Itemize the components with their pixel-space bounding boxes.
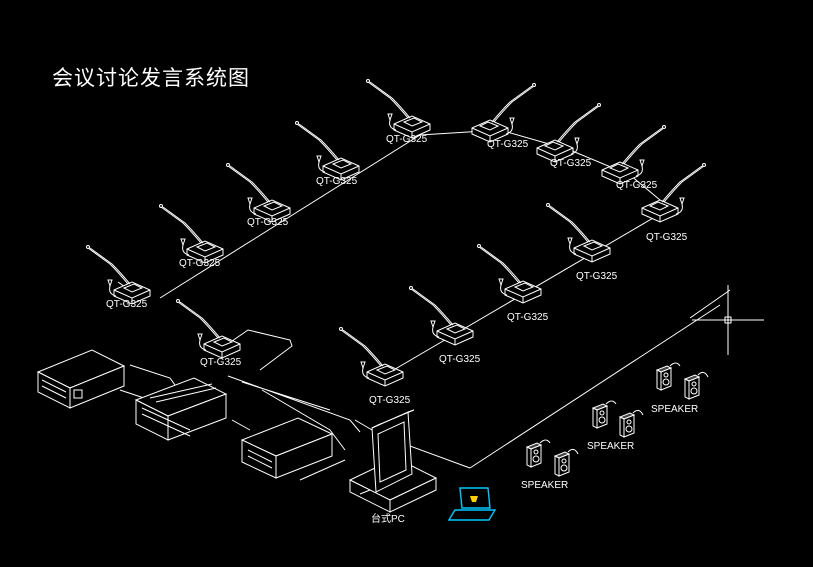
microphone-label: QT-G325: [386, 134, 428, 145]
speaker-label: SPEAKER: [521, 480, 568, 491]
desktop-pc: 台式PC: [348, 409, 438, 525]
speaker-group: SPEAKER: [651, 362, 709, 415]
microphone-label: QT-G325: [106, 299, 148, 310]
power-amplifier: [134, 377, 228, 441]
microphone-label: QT-G325: [487, 139, 529, 150]
speaker-label: SPEAKER: [651, 404, 698, 415]
host-controller: [36, 349, 126, 409]
microphone-label: QT-G325: [646, 232, 688, 243]
microphone-label: QT-G325: [507, 312, 549, 323]
microphone-unit: QT-G325: [471, 83, 536, 150]
microphone-unit: QT-G325: [366, 79, 431, 145]
microphone-unit: QT-G325: [86, 245, 151, 310]
microphone-unit: QT-G325: [477, 244, 549, 323]
speaker-group: SPEAKER: [521, 439, 579, 491]
microphone-label: QT-G325: [316, 176, 358, 187]
cable-main-trunk: [221, 329, 293, 371]
microphone-label: QT-G325: [616, 180, 658, 191]
microphone-label: QT-G325: [179, 258, 221, 269]
microphone-label: QT-G325: [439, 354, 481, 365]
speaker-label: SPEAKER: [587, 441, 634, 452]
diagram-title: 会议讨论发言系统图: [52, 66, 250, 90]
microphone-unit: QT-G325: [536, 103, 601, 169]
microphone-unit: QT-G325: [176, 299, 242, 368]
microphone-label: QT-G325: [369, 395, 411, 406]
pc-label: 台式PC: [371, 512, 405, 525]
microphone-unit: QT-G325: [295, 121, 360, 187]
cable-to-units: [119, 364, 361, 481]
laptop-icon: [447, 487, 497, 521]
microphone-unit: QT-G325: [339, 327, 411, 406]
microphone-label: QT-G325: [576, 271, 618, 282]
microphone-unit: QT-G325: [601, 125, 666, 191]
microphone-unit: QT-G325: [409, 286, 481, 365]
microphone-label: QT-G325: [200, 357, 242, 368]
microphone-label: QT-G325: [550, 158, 592, 169]
microphone-unit: QT-G325: [641, 163, 706, 243]
microphone-unit: QT-G325: [226, 163, 291, 228]
cable-pc: [354, 419, 471, 469]
microphone-label: QT-G325: [247, 217, 289, 228]
microphone-unit: QT-G325: [159, 204, 224, 269]
crosshair-cursor: [692, 285, 764, 355]
processor-unit: [240, 417, 334, 479]
microphone-unit: QT-G325: [546, 203, 618, 282]
speaker-group: SPEAKER: [587, 400, 644, 452]
cable-speakers: [469, 289, 731, 469]
